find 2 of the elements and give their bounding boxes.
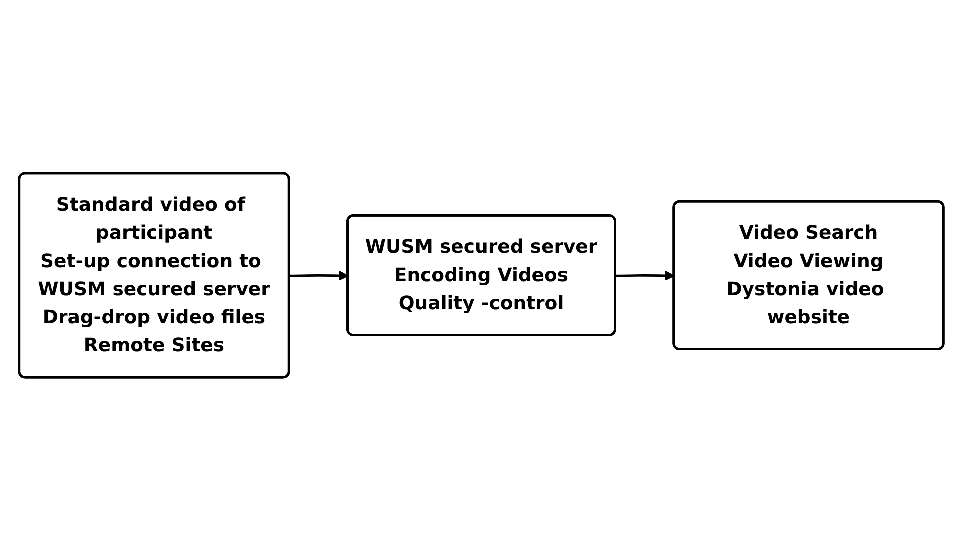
arrow [616,270,675,282]
arrow [290,270,349,282]
